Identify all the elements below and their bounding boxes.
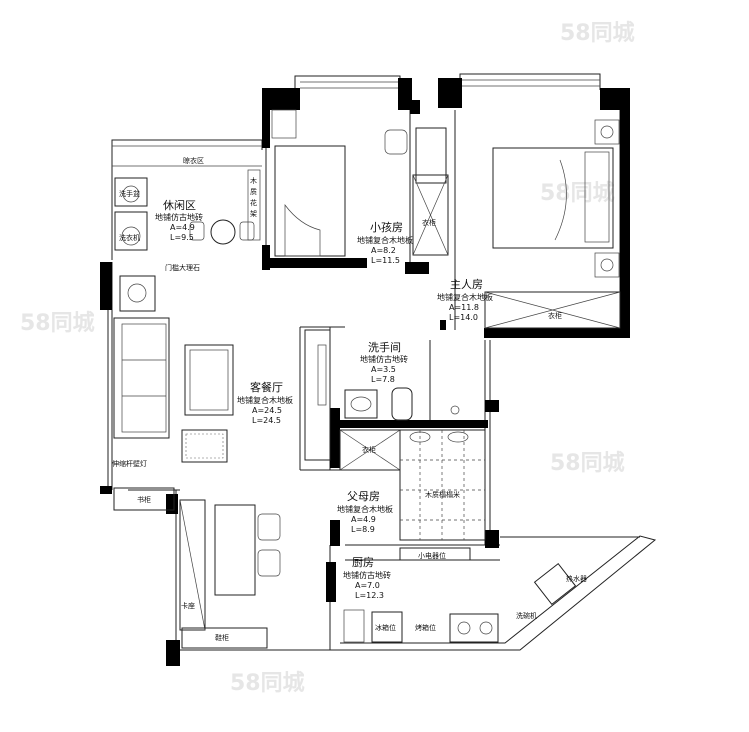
watermark: 58同城 [560,20,635,46]
room-perimeter-parents: L=8.9 [351,525,375,534]
room-perimeter-child: L=11.5 [371,256,400,265]
room-floor-living: 地铺复合木地板 [237,395,293,405]
room-area-child: A=8.2 [371,246,396,255]
label-closet-master: 衣柜 [548,311,562,320]
label-wood-shelf-3: 花 [250,198,257,207]
watermark: 58同城 [230,670,305,696]
room-floor-master: 地铺复合木地板 [437,292,493,302]
room-area-master: A=11.8 [449,303,479,312]
watermark: 58同城 [20,310,95,336]
room-floor-child: 地铺复合木地板 [357,235,413,245]
watermark: 58同城 [550,450,625,476]
furniture [113,109,621,649]
label-booth-seat: 卡座 [181,601,195,610]
label-wood-shelf-4: 架 [250,210,257,218]
label-wall-lamp: 伸缩杆壁灯 [112,459,147,468]
room-area-living: A=24.5 [252,406,282,415]
label-wood-shelf-1: 木 [250,176,257,185]
label-wash-basin: 洗手盆 [119,189,140,198]
bed-child [274,145,346,257]
room-perimeter-kitchen: L=12.3 [355,591,384,600]
label-drying-area: 晾衣区 [183,156,204,165]
room-name-leisure: 休闲区 [163,198,196,212]
room-name-parents: 父母房 [347,490,380,503]
room-area-bath: A=3.5 [371,365,396,374]
label-washer: 洗衣机 [119,233,140,242]
room-name-kitchen: 厨房 [352,556,374,569]
label-water-heater: 热水器 [566,574,587,583]
room-floor-parents: 地铺复合木地板 [337,504,393,514]
room-name-child: 小孩房 [370,221,403,234]
label-bookcase: 书柜 [137,495,151,504]
label-dishwasher: 洗碗机 [516,611,537,620]
label-wood-shelf-2: 质 [250,187,257,196]
walls [100,78,630,666]
room-area-parents: A=4.9 [351,515,376,524]
room-area-leisure: A=4.9 [170,223,195,232]
room-name-living: 客餐厅 [250,380,283,394]
watermark: 58同城 [540,180,615,206]
room-floor-kitchen: 地铺仿古地砖 [343,570,391,580]
label-oven: 烤箱位 [415,623,436,632]
room-floor-bath: 地铺仿古地砖 [360,354,408,364]
room-name-bath: 洗手间 [368,340,401,354]
sofa [113,317,170,439]
label-fridge: 冰箱位 [375,623,396,632]
room-area-kitchen: A=7.0 [355,581,380,590]
tatami-platform [399,429,486,541]
round-table [210,219,236,245]
label-tatami: 木质榻榻米 [425,490,460,499]
labels: 晾衣区 洗手盆 洗衣机 木 质 花 架 门槛大理石 休闲区 地铺仿古地砖 A=4… [112,156,587,642]
room-perimeter-bath: L=7.8 [371,375,395,384]
label-door-marble: 门槛大理石 [165,263,200,272]
room-floor-leisure: 地铺仿古地砖 [155,212,203,222]
label-closet-child: 衣柜 [422,218,436,227]
room-perimeter-leisure: L=9.5 [170,233,194,242]
label-shoe-cabinet: 鞋柜 [215,633,229,642]
label-closet-parents: 衣柜 [362,445,376,454]
room-perimeter-living: L=24.5 [252,416,281,425]
room-name-master: 主人房 [450,278,483,291]
label-small-appliance: 小电器位 [418,551,446,560]
room-perimeter-master: L=14.0 [449,313,478,322]
bed-master [492,147,614,249]
